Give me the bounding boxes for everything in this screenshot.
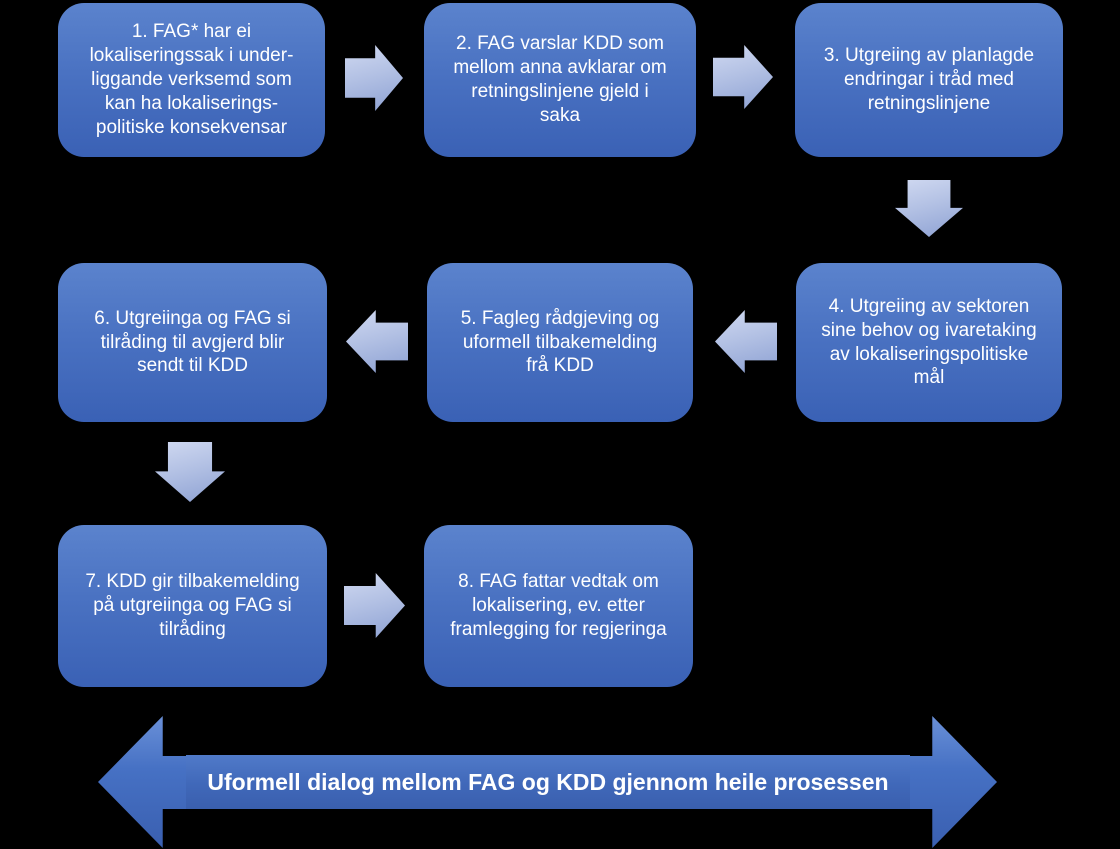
arrow-left-5-to-6-icon xyxy=(346,310,408,373)
arrow-down-6-to-7-icon xyxy=(155,442,225,502)
banner-label: Uformell dialog mellom FAG og KDD gjenno… xyxy=(207,768,889,795)
process-box-step-3: 3. Utgreiing av planlagde endringar i tr… xyxy=(795,3,1063,157)
process-box-step-1: 1. FAG* har ei lokaliseringssak i under-… xyxy=(58,3,325,157)
process-box-step-6-text: 6. Utgreiinga og FAG si tilråding til av… xyxy=(94,307,291,377)
banner-band: Uformell dialog mellom FAG og KDD gjenno… xyxy=(186,755,910,809)
process-box-step-2-text: 2. FAG varslar KDD som mellom anna avkla… xyxy=(453,33,667,126)
process-box-step-5: 5. Fagleg rådgjeving og uformell tilbake… xyxy=(427,263,693,422)
arrow-right-7-to-8-icon xyxy=(344,573,405,638)
process-box-step-4: 4. Utgreiing av sektoren sine behov og i… xyxy=(796,263,1062,422)
arrow-left-4-to-5-icon xyxy=(715,310,777,373)
process-box-step-1-text: 1. FAG* har ei lokaliseringssak i under-… xyxy=(89,21,294,138)
arrow-down-3-to-4-icon xyxy=(895,180,963,237)
arrow-right-1-to-2-icon xyxy=(345,45,403,111)
process-box-step-8-text: 8. FAG fattar vedtak om lokalisering, ev… xyxy=(450,571,667,640)
process-box-step-5-text: 5. Fagleg rådgjeving og uformell tilbake… xyxy=(460,307,660,377)
arrow-right-2-to-3-icon xyxy=(713,45,773,109)
process-box-step-4-text: 4. Utgreiing av sektoren sine behov og i… xyxy=(821,295,1037,389)
process-box-step-7-text: 7. KDD gir tilbakemelding på utgreiinga … xyxy=(85,571,300,640)
process-box-step-6: 6. Utgreiinga og FAG si tilråding til av… xyxy=(58,263,327,422)
process-box-step-8: 8. FAG fattar vedtak om lokalisering, ev… xyxy=(424,525,693,687)
process-box-step-2: 2. FAG varslar KDD som mellom anna avkla… xyxy=(424,3,696,157)
process-box-step-3-text: 3. Utgreiing av planlagde endringar i tr… xyxy=(823,45,1035,114)
process-box-step-7: 7. KDD gir tilbakemelding på utgreiinga … xyxy=(58,525,327,687)
